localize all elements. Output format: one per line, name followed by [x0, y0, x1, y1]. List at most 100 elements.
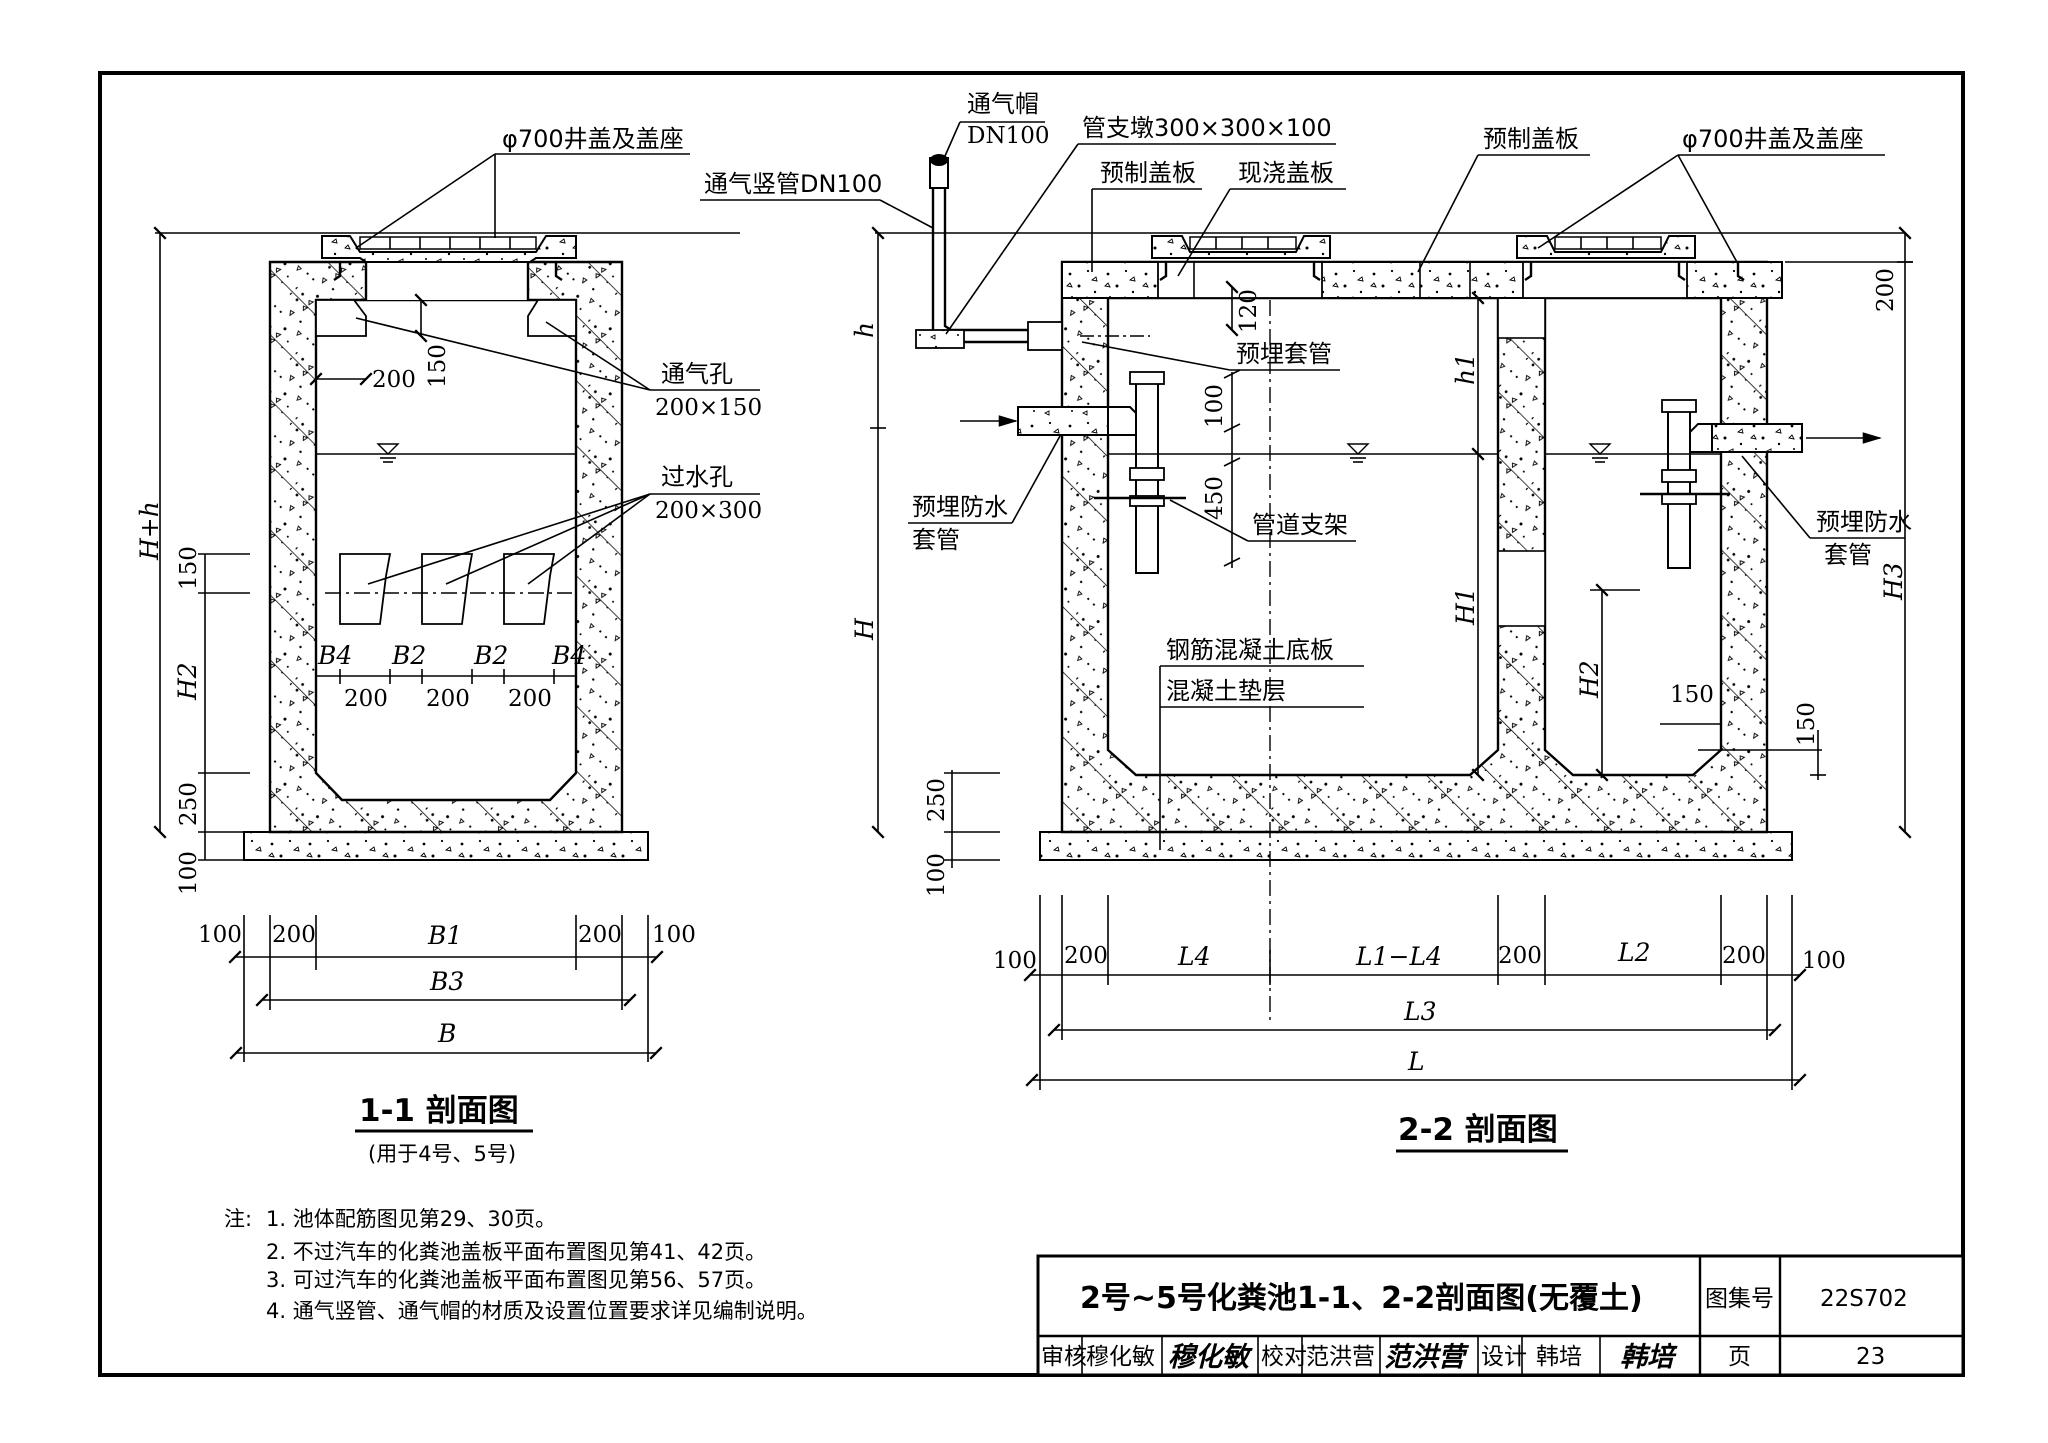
vent-hole-left	[315, 299, 367, 337]
waterproof-sleeve-left-2: 套管	[912, 526, 960, 554]
dim-200-top: 200	[1873, 268, 1899, 312]
dim-100-right-2-2: 100	[1802, 948, 1846, 974]
pipe-support-label: 管道支架	[1252, 511, 1348, 539]
dim-250-2-2: 250	[924, 778, 950, 822]
waterproof-sleeve-left-1: 预埋防水	[912, 493, 1008, 521]
dim-l: L	[1407, 1047, 1425, 1076]
pipe-pier-label: 管支墩300×300×100	[1082, 114, 1332, 142]
dim-200-a-2-2: 200	[1064, 943, 1108, 969]
title-1-1: 1-1 剖面图	[359, 1093, 519, 1129]
dim-150-right: 150	[1794, 702, 1820, 746]
atlas-number: 22S702	[1820, 1286, 1908, 1312]
dim-b: B	[437, 1019, 456, 1048]
review-label: 审核	[1041, 1344, 1087, 1370]
concrete-cushion	[243, 831, 649, 861]
section-1-1: φ700井盖及盖座 通气孔 200×150 过水孔 200×300 200 15…	[135, 125, 762, 1166]
water-hole-size: 200×300	[655, 498, 762, 524]
dim-100-1-1: 100	[176, 851, 202, 895]
waterproof-sleeve-right-1: 预埋防水	[1816, 508, 1912, 536]
dim-h: h	[850, 322, 879, 338]
dim-200-vent: 200	[372, 367, 416, 393]
tank-walls-2-2	[1060, 260, 1769, 834]
notes-prefix: 注:	[224, 1207, 252, 1231]
dim-100-right: 100	[652, 922, 696, 948]
water-hole-label: 过水孔	[661, 463, 733, 491]
dim-150-vent: 150	[425, 344, 451, 388]
dim-l4: L4	[1177, 942, 1211, 971]
design-label: 设计	[1481, 1344, 1527, 1370]
manhole-cover-2-2-left	[1151, 235, 1331, 281]
dim-b2-left: B2	[391, 641, 426, 670]
dim-b3: B3	[429, 967, 464, 996]
atlas-label: 图集号	[1705, 1286, 1774, 1312]
dim-l3: L3	[1403, 997, 1437, 1026]
dim-200-b: 200	[426, 686, 470, 712]
dim-b1: B1	[427, 921, 462, 950]
embedded-sleeve-label: 预埋套管	[1236, 340, 1332, 368]
vent-cap-label: 通气帽	[967, 90, 1039, 118]
dim-l1-l4: L1−L4	[1355, 942, 1442, 971]
drawing-title: 2号~5号化粪池1-1、2-2剖面图(无覆土)	[1080, 1281, 1643, 1316]
dim-200-c: 200	[508, 686, 552, 712]
dim-100-inner: 100	[1202, 384, 1228, 428]
reviewer-name: 穆化敏	[1086, 1344, 1155, 1370]
manhole-cover-2-2-right	[1516, 235, 1745, 281]
note-4: 4. 通气竖管、通气帽的材质及设置位置要求详见编制说明。	[266, 1299, 818, 1323]
dim-b2-right: B2	[473, 641, 508, 670]
subtitle-1-1: (用于4号、5号)	[368, 1142, 516, 1166]
reviewer-signature: 穆化敏	[1168, 1342, 1253, 1373]
dim-h2-1-1: H2	[173, 662, 202, 701]
dim-200-left: 200	[272, 922, 316, 948]
dim-b4-right: B4	[551, 641, 586, 670]
note-1: 1. 池体配筋图见第29、30页。	[266, 1207, 556, 1231]
page-number: 23	[1856, 1344, 1885, 1370]
inlet-pipe	[960, 371, 1186, 574]
dim-250-1-1: 250	[176, 782, 202, 826]
dim-big-h1: H1	[1451, 587, 1480, 626]
vent-stack	[915, 154, 1150, 351]
sheet-border	[98, 71, 1965, 1377]
dim-h2-2-2: H2	[1575, 660, 1604, 699]
title-block: 2号~5号化粪池1-1、2-2剖面图(无覆土) 图集号 22S702 审核 穆化…	[1036, 1254, 1965, 1377]
note-3: 3. 可过汽车的化粪池盖板平面布置图见第56、57页。	[266, 1268, 766, 1292]
section-2-2: 通气帽 DN100 通气竖管DN100 管支墩300×300×100 预制盖板 …	[700, 90, 1913, 1153]
precast-slab-label-1: 预制盖板	[1100, 159, 1196, 187]
vent-hole-size: 200×150	[655, 395, 762, 421]
title-2-2: 2-2 剖面图	[1398, 1112, 1558, 1148]
vent-pipe-label: 通气竖管DN100	[704, 170, 882, 198]
designer-name: 韩培	[1536, 1344, 1582, 1370]
dim-200-c-2-2: 200	[1722, 943, 1766, 969]
cover-label-1-1: φ700井盖及盖座	[502, 125, 684, 153]
notes: 注: 1. 池体配筋图见第29、30页。 2. 不过汽车的化粪池盖板平面布置图见…	[224, 1207, 818, 1323]
checker-name: 范洪营	[1306, 1344, 1375, 1370]
dim-150-h: 150	[176, 546, 202, 590]
dim-100-left: 100	[198, 922, 242, 948]
dim-b4-left: B4	[317, 641, 352, 670]
dim-200-a: 200	[344, 686, 388, 712]
dim-big-h: H	[850, 617, 879, 641]
dim-l2: L2	[1617, 938, 1651, 967]
dim-100-left-2-2: 100	[993, 948, 1037, 974]
concrete-cushion-2-2	[1039, 831, 1793, 861]
dim-h-plus-h: H+h	[135, 501, 164, 561]
dim-120: 120	[1236, 289, 1262, 333]
water-holes	[325, 553, 572, 625]
rc-base-label: 钢筋混凝土底板	[1166, 636, 1334, 664]
dim-450: 450	[1202, 476, 1228, 520]
dim-200-right: 200	[578, 922, 622, 948]
dim-100-2-2: 100	[924, 853, 950, 897]
dim-h3: H3	[1879, 562, 1908, 601]
cover-label-2-2: φ700井盖及盖座	[1682, 125, 1864, 153]
dim-h1: h1	[1451, 353, 1480, 385]
vent-cap-size: DN100	[967, 123, 1049, 149]
concrete-cushion-label: 混凝土垫层	[1166, 677, 1286, 705]
vent-hole-right	[527, 299, 577, 337]
vent-hole-label: 通气孔	[661, 360, 733, 388]
checker-signature: 范洪营	[1384, 1342, 1470, 1373]
cast-slab-label: 现浇盖板	[1238, 159, 1334, 187]
note-2: 2. 不过汽车的化粪池盖板平面布置图见第41、42页。	[266, 1240, 766, 1264]
outlet-pipe	[1640, 399, 1882, 569]
manhole-cover-1-1	[321, 235, 577, 281]
dim-200-b-2-2: 200	[1498, 943, 1542, 969]
